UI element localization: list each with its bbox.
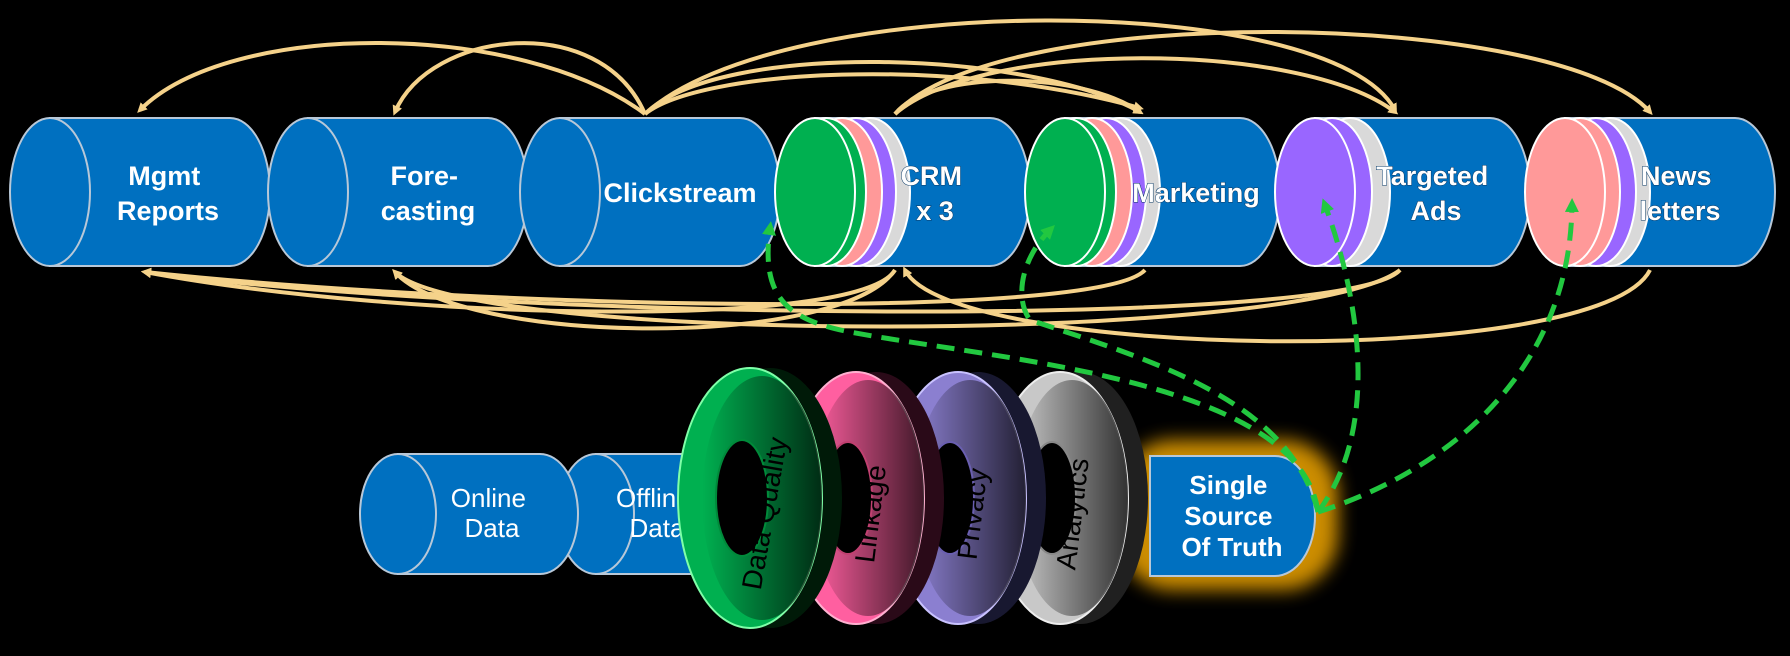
cylinder-single-source-of-truth: Single Source Of Truth	[1118, 440, 1338, 590]
label-newsletters: News letters	[1639, 161, 1720, 226]
cylinder-forecasting: Fore- casting	[267, 117, 529, 267]
label-crm: CRM x 3	[900, 161, 969, 226]
cylinder-marketing: Marketing	[1024, 117, 1281, 267]
cylinder-crm: CRM x 3	[774, 117, 1031, 267]
dashed-truth-to-ads	[1316, 198, 1361, 514]
cylinder-clickstream: Clickstream	[519, 117, 781, 267]
arrow-click-to-fore	[392, 41, 647, 116]
cylinder-online-data: Online Data	[359, 453, 579, 575]
arrow-ads-to-fore	[392, 268, 1402, 329]
arrow-click-to-mgmt	[137, 41, 647, 116]
label-forecasting: Fore- casting	[381, 161, 476, 226]
arrow-crm-to-mgmt	[141, 268, 897, 314]
dashed-truth-to-marketing	[1019, 225, 1321, 513]
bottom-flow-arrows	[141, 266, 1652, 344]
arrow-ads-to-mgmt	[141, 267, 1402, 314]
cylinder-targeted-ads: Targeted Ads	[1274, 117, 1531, 267]
label-single-source-of-truth: Single Source Of Truth	[1181, 470, 1282, 562]
ring-data-quality: Data Quality	[677, 367, 842, 629]
arrow-crm-to-marketing	[893, 78, 1144, 116]
dashed-truth-to-news	[1317, 198, 1579, 515]
arrow-marketing-to-mgmt	[141, 267, 1147, 307]
arrow-crm-to-news	[893, 30, 1653, 116]
arrow-news-to-crm	[903, 266, 1652, 344]
label-mgmt-reports: Mgmt Reports	[117, 161, 219, 226]
feedback-arrows	[762, 198, 1579, 515]
label-clickstream: Clickstream	[603, 178, 756, 208]
label-targeted-ads: Targeted Ads	[1376, 161, 1496, 226]
dashed-truth-to-crm	[762, 221, 1321, 513]
top-row: Mgmt Reports Fore- casting Clickstream	[9, 117, 1776, 267]
label-online-data: Online Data	[451, 483, 533, 543]
cylinder-newsletters: News letters	[1524, 117, 1776, 267]
arrow-click-to-ads	[643, 18, 1397, 116]
arrow-click-to-crm	[643, 72, 1144, 116]
process-rings: Analytics Privacy Linkage Data Quality	[677, 367, 1148, 629]
cylinder-mgmt-reports: Mgmt Reports	[9, 117, 271, 267]
label-marketing: Marketing	[1132, 178, 1260, 208]
top-flow-arrows	[137, 18, 1653, 116]
